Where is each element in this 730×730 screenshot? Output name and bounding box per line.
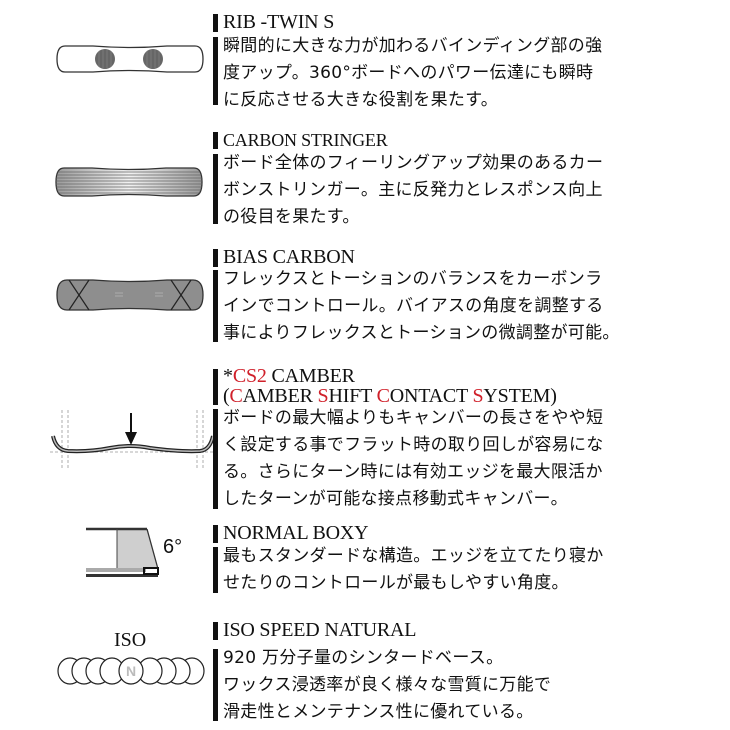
title-row: ISO SPEED NATURAL: [213, 620, 416, 641]
section-title: *CS2 CAMBER: [223, 366, 557, 387]
description-text: 瞬間的に大きな力が加わるバインディング部の強 度アップ。360°ボードへのパワー…: [223, 33, 602, 114]
subtitle-part: YSTEM): [483, 385, 557, 407]
description-block: 最もスタンダードな構造。エッジを立てたり寝か せたりのコントロールが最もしやすい…: [213, 543, 604, 597]
angle-label: 6°: [163, 536, 183, 558]
snowboard-cross-icon: [56, 279, 204, 311]
title-marker: [213, 622, 218, 640]
description-line: ワックス浸透率が良く様々な雪質に万能で: [223, 675, 552, 695]
description-line: る。さらにターン時には有効エッジを最大限活か: [223, 462, 603, 482]
section-carbon-stringer: CARBON STRINGER ボード全体のフィーリングアップ効果のあるカー ボ…: [0, 120, 730, 230]
subtitle-part: S: [317, 385, 329, 407]
description-line: の役目を果たす。: [223, 207, 360, 227]
snowboard-striped-icon: [55, 167, 203, 197]
description-block: 920 万分子量のシンタードベース。 ワックス浸透率が良く様々な雪質に万能で 滑…: [213, 645, 551, 726]
subtitle-part: C: [229, 385, 243, 407]
title-row: RIB -TWIN S: [213, 12, 334, 33]
description-line: フレックスとトーションのバランスをカーボンラ: [223, 269, 603, 289]
description-line: 滑走性とメンテナンス性に優れている。: [223, 702, 534, 722]
subtitle-part: (: [223, 385, 230, 407]
description-text: ボード全体のフィーリングアップ効果のあるカー ボンストリンガー。主に反発力とレス…: [223, 150, 603, 231]
subtitle-part: S: [472, 385, 484, 407]
subtitle-part: HIFT: [328, 385, 377, 407]
description-marker: [213, 649, 218, 721]
title-marker: [213, 14, 218, 32]
description-line: したターンが可能な接点移動式キャンバー。: [223, 489, 568, 509]
description-line: 事によりフレックスとトーションの微調整が可能。: [223, 323, 620, 343]
description-marker: [213, 154, 218, 224]
description-block: ボード全体のフィーリングアップ効果のあるカー ボンストリンガー。主に反発力とレス…: [213, 150, 603, 231]
title-row: BIAS CARBON: [213, 247, 355, 268]
description-line: く設定する事でフラット時の取り回しが容易にな: [223, 435, 604, 455]
title-marker: [213, 525, 218, 543]
title-cs2: CS2: [232, 365, 267, 387]
iso-circles-icon: N: [57, 657, 205, 685]
title-marker: [213, 369, 218, 405]
description-marker: [213, 409, 218, 509]
section-iso-speed-natural: ISO N ISO SPEED NATURAL 920 万分子量のシンタードベー…: [0, 612, 730, 730]
title-asterisk: *: [223, 365, 233, 387]
section-normal-boxy: 6° NORMAL BOXY 最もスタンダードな構造。エッジを立てたり寝か せた…: [0, 515, 730, 610]
section-title: RIB -TWIN S: [223, 11, 335, 33]
section-bias-carbon: BIAS CARBON フレックスとトーションのバランスをカーボンラ インでコン…: [0, 240, 730, 350]
section-title: CARBON STRINGER: [223, 130, 388, 150]
title-marker: [213, 132, 218, 149]
description-line: ボード全体のフィーリングアップ効果のあるカー: [223, 153, 604, 173]
title-row: NORMAL BOXY: [213, 522, 369, 544]
section-cs2-camber: *CS2 CAMBER (CAMBER SHIFT CONTACT SYSTEM…: [0, 360, 730, 510]
description-marker: [213, 37, 218, 105]
description-line: せたりのコントロールが最もしやすい角度。: [223, 573, 569, 593]
description-line: 瞬間的に大きな力が加わるバインディング部の強: [223, 36, 603, 56]
description-line: 度アップ。360°ボードへのパワー伝達にも瞬時: [223, 63, 594, 83]
description-block: フレックスとトーションのバランスをカーボンラ インでコントロール。バイアスの角度…: [213, 266, 620, 347]
description-text: 最もスタンダードな構造。エッジを立てたり寝か せたりのコントロールが最もしやすい…: [223, 543, 604, 597]
description-line: 最もスタンダードな構造。エッジを立てたり寝か: [223, 546, 604, 566]
iso-label: ISO: [114, 629, 147, 651]
section-rib-twin-s: RIB -TWIN S 瞬間的に大きな力が加わるバインディング部の強 度アップ。…: [0, 0, 730, 110]
description-text: フレックスとトーションのバランスをカーボンラ インでコントロール。バイアスの角度…: [223, 266, 620, 347]
section-title: ISO SPEED NATURAL: [223, 619, 417, 641]
iso-center-letter: N: [126, 663, 136, 679]
subtitle-part: ONTACT: [389, 385, 473, 407]
sidewall-angle-icon: [86, 527, 159, 577]
description-marker: [213, 547, 218, 593]
section-subtitle: (CAMBER SHIFT CONTACT SYSTEM): [223, 385, 557, 407]
description-block: 瞬間的に大きな力が加わるバインディング部の強 度アップ。360°ボードへのパワー…: [213, 33, 602, 114]
description-marker: [213, 270, 218, 342]
subtitle-part: AMBER: [242, 385, 318, 407]
description-text: 920 万分子量のシンタードベース。 ワックス浸透率が良く様々な雪質に万能で 滑…: [223, 645, 551, 726]
title-row: CARBON STRINGER: [213, 130, 388, 151]
description-text: ボードの最大幅よりもキャンバーの長さをやや短 く設定する事でフラット時の取り回し…: [223, 405, 604, 513]
section-title: BIAS CARBON: [223, 246, 355, 268]
title-camber: CAMBER: [266, 365, 355, 387]
title-row: *CS2 CAMBER (CAMBER SHIFT CONTACT SYSTEM…: [213, 366, 557, 406]
description-line: ボードの最大幅よりもキャンバーの長さをやや短: [223, 408, 604, 428]
description-line: に反応させる大きな役割を果たす。: [223, 90, 499, 110]
description-line: 920 万分子量のシンタードベース。: [223, 648, 504, 668]
description-line: ボンストリンガー。主に反発力とレスポンス向上: [223, 180, 603, 200]
subtitle-part: C: [376, 385, 390, 407]
section-title: NORMAL BOXY: [223, 522, 369, 544]
camber-profile-arrow-icon: [50, 410, 218, 468]
title-marker: [213, 249, 218, 267]
description-line: インでコントロール。バイアスの角度を調整する: [223, 296, 604, 316]
description-block: ボードの最大幅よりもキャンバーの長さをやや短 く設定する事でフラット時の取り回し…: [213, 405, 604, 513]
snowboard-with-two-dots-icon: [56, 45, 204, 73]
